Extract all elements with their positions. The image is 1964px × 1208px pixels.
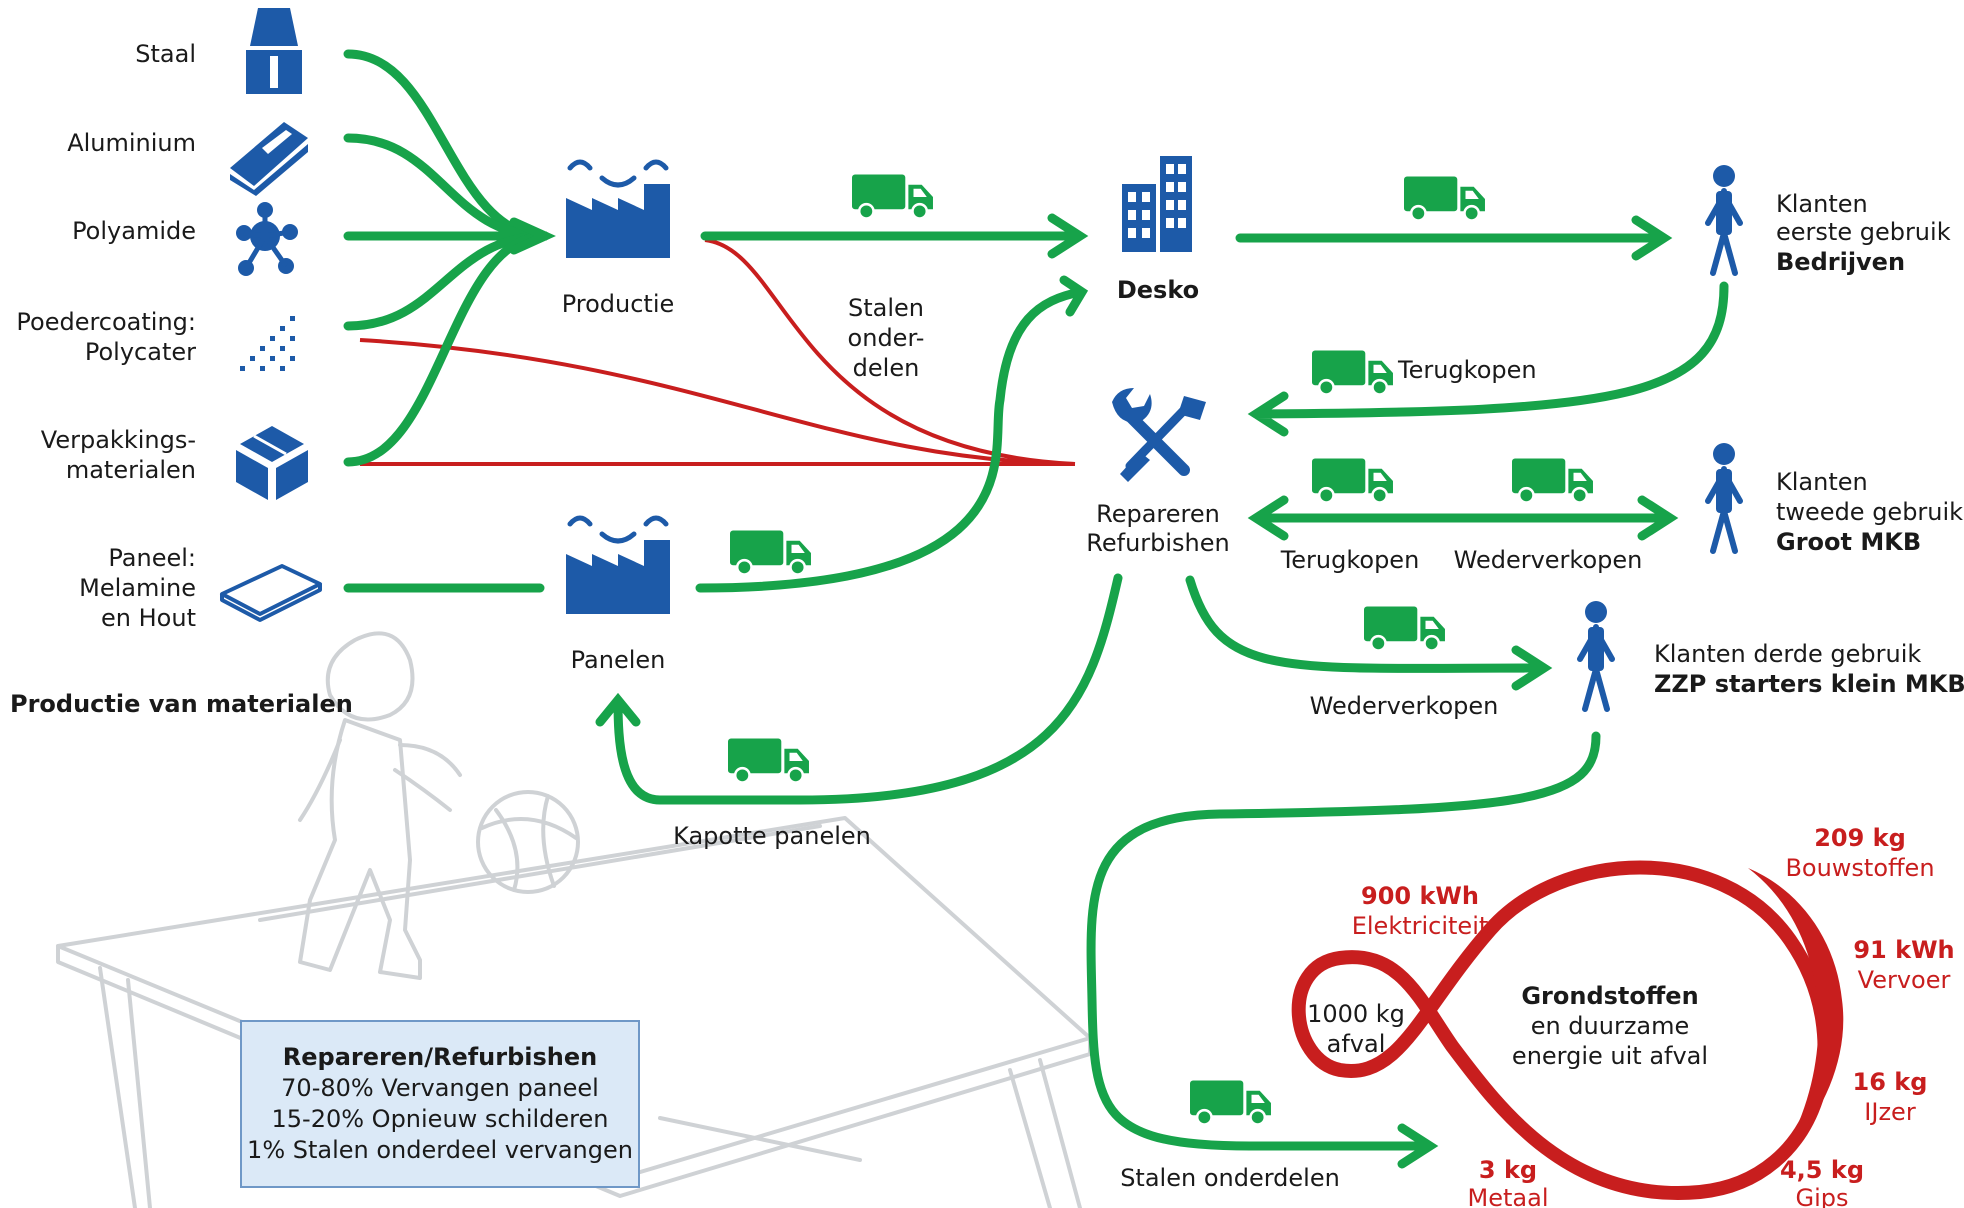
label-verpakkings: Verpakkings-	[41, 426, 196, 454]
customer-third-1: Klanten derde gebruik	[1654, 640, 1921, 668]
infobox-line: 70-80% Vervangen paneel	[281, 1074, 599, 1102]
node-productie: Productie	[562, 290, 675, 318]
waste-value: 1000 kg	[1307, 1000, 1405, 1028]
truck-icon	[1364, 606, 1446, 652]
flow-kapotte-panelen	[595, 573, 1123, 805]
repair-info-box: Repareren/Refurbishen 70-80% Vervangen p…	[240, 1020, 640, 1188]
output-value: 16 kg	[1853, 1068, 1928, 1096]
node-refurbishen: Refurbishen	[1086, 529, 1229, 557]
flow-desko-klanten-eerste	[1235, 215, 1673, 261]
label-onder: onder-	[848, 324, 925, 352]
output-bouwstoffen: 209 kg Bouwstoffen	[1785, 824, 1934, 882]
output-vervoer: 91 kWh Vervoer	[1853, 936, 1954, 994]
label-polyamide: Polyamide	[72, 217, 196, 245]
truck-icon	[728, 738, 810, 784]
output-metaal: 3 kg Metaal	[1468, 1156, 1549, 1208]
truck-icon	[1312, 350, 1394, 396]
node-panelen: Panelen	[571, 646, 666, 674]
truck-icon	[1404, 176, 1486, 222]
red-flow-poeder	[359, 338, 1076, 466]
label-staal: Staal	[135, 40, 196, 68]
truck-icon	[1512, 458, 1594, 504]
truck-icon	[1190, 1080, 1272, 1126]
green-flows-inputs	[343, 49, 556, 593]
flow-stalen-onderdelen	[1086, 731, 1601, 1169]
label-aluminium: Aluminium	[67, 129, 196, 157]
label-wederverkopen-low: Wederverkopen	[1310, 692, 1499, 720]
label-terugkopen-top: Terugkopen	[1397, 356, 1537, 384]
customer-second-1: Klanten	[1776, 468, 1868, 496]
customer-first-3: Bedrijven	[1776, 248, 1905, 276]
label-en-hout: en Hout	[101, 604, 196, 632]
center-line-2: en duurzame	[1531, 1012, 1690, 1040]
output-label: Bouwstoffen	[1785, 854, 1934, 882]
flow-panelen-desko	[695, 275, 1089, 593]
center-title: Grondstoffen	[1521, 982, 1698, 1010]
label-melamine: Melamine	[79, 574, 196, 602]
infinity-loop	[1291, 860, 1844, 1201]
label-paneel: Paneel:	[108, 544, 196, 572]
output-value: 209 kg	[1814, 824, 1906, 852]
label-poedercoating: Poedercoating:	[16, 308, 196, 336]
output-value: 3 kg	[1479, 1156, 1537, 1184]
truck-icon	[1312, 458, 1394, 504]
tools-icon	[1112, 388, 1206, 482]
person-icon	[1580, 601, 1612, 709]
center-line-3: energie uit afval	[1512, 1042, 1708, 1070]
output-electricity: 900 kWh Elektriciteit	[1352, 882, 1489, 940]
waste-label: afval	[1327, 1030, 1386, 1058]
infobox-line: 15-20% Opnieuw schilderen	[271, 1105, 609, 1133]
flow-productie-desko	[700, 213, 1089, 259]
label-stalen-onderdelen: Stalen onderdelen	[1120, 1164, 1340, 1192]
output-gips: 4,5 kg Gips	[1780, 1156, 1864, 1208]
factory-icon	[566, 518, 670, 614]
molecule-icon	[236, 202, 298, 276]
output-label: Gips	[1795, 1184, 1848, 1208]
label-materialen: materialen	[66, 456, 196, 484]
aluminium-bar-icon	[230, 122, 308, 196]
label-stalen: Stalen	[848, 294, 924, 322]
customer-third-2: ZZP starters klein MKB	[1654, 670, 1964, 698]
label-polycater: Polycater	[85, 338, 196, 366]
factory-icon	[566, 162, 670, 258]
infobox-line: 1% Stalen onderdeel vervangen	[247, 1136, 633, 1164]
truck-icon	[852, 174, 934, 220]
background-sketch	[56, 631, 1092, 1208]
node-desko: Desko	[1117, 276, 1199, 304]
output-value: 900 kWh	[1361, 882, 1479, 910]
label-terugkopen-mid: Terugkopen	[1280, 546, 1420, 574]
section-label-productie-materialen: Productie van materialen	[10, 690, 353, 718]
person-icon	[1708, 165, 1740, 273]
customer-second-3: Groot MKB	[1776, 528, 1921, 556]
output-ijzer: 16 kg IJzer	[1853, 1068, 1928, 1126]
truck-icon	[730, 530, 812, 576]
customer-first-1: Klanten	[1776, 190, 1868, 218]
powder-dots-icon	[240, 316, 295, 371]
output-label: IJzer	[1864, 1098, 1916, 1126]
output-label: Elektriciteit	[1352, 912, 1489, 940]
label-kapotte-panelen: Kapotte panelen	[673, 822, 871, 850]
person-icon	[1708, 443, 1740, 551]
box-icon	[236, 426, 308, 500]
output-label: Vervoer	[1858, 966, 1951, 994]
output-value: 91 kWh	[1853, 936, 1954, 964]
infobox-title: Repareren/Refurbishen	[282, 1043, 598, 1071]
customer-first-2: eerste gebruik	[1776, 218, 1951, 246]
flow-terugkopen-wederverkopen	[1247, 495, 1679, 541]
red-flow-stalen	[704, 238, 1076, 466]
output-label: Metaal	[1468, 1184, 1549, 1208]
node-repareren: Repareren	[1096, 500, 1220, 528]
building-icon	[1122, 156, 1192, 252]
flow-wederverkopen-low	[1185, 575, 1553, 691]
output-value: 4,5 kg	[1780, 1156, 1864, 1184]
panel-sheet-icon	[220, 564, 322, 622]
customer-second-2: tweede gebruik	[1776, 498, 1963, 526]
flow-terugkopen-top	[1247, 281, 1729, 437]
label-delen: delen	[853, 354, 920, 382]
steel-beam-icon	[246, 8, 302, 94]
label-wederverkopen-mid: Wederverkopen	[1454, 546, 1643, 574]
